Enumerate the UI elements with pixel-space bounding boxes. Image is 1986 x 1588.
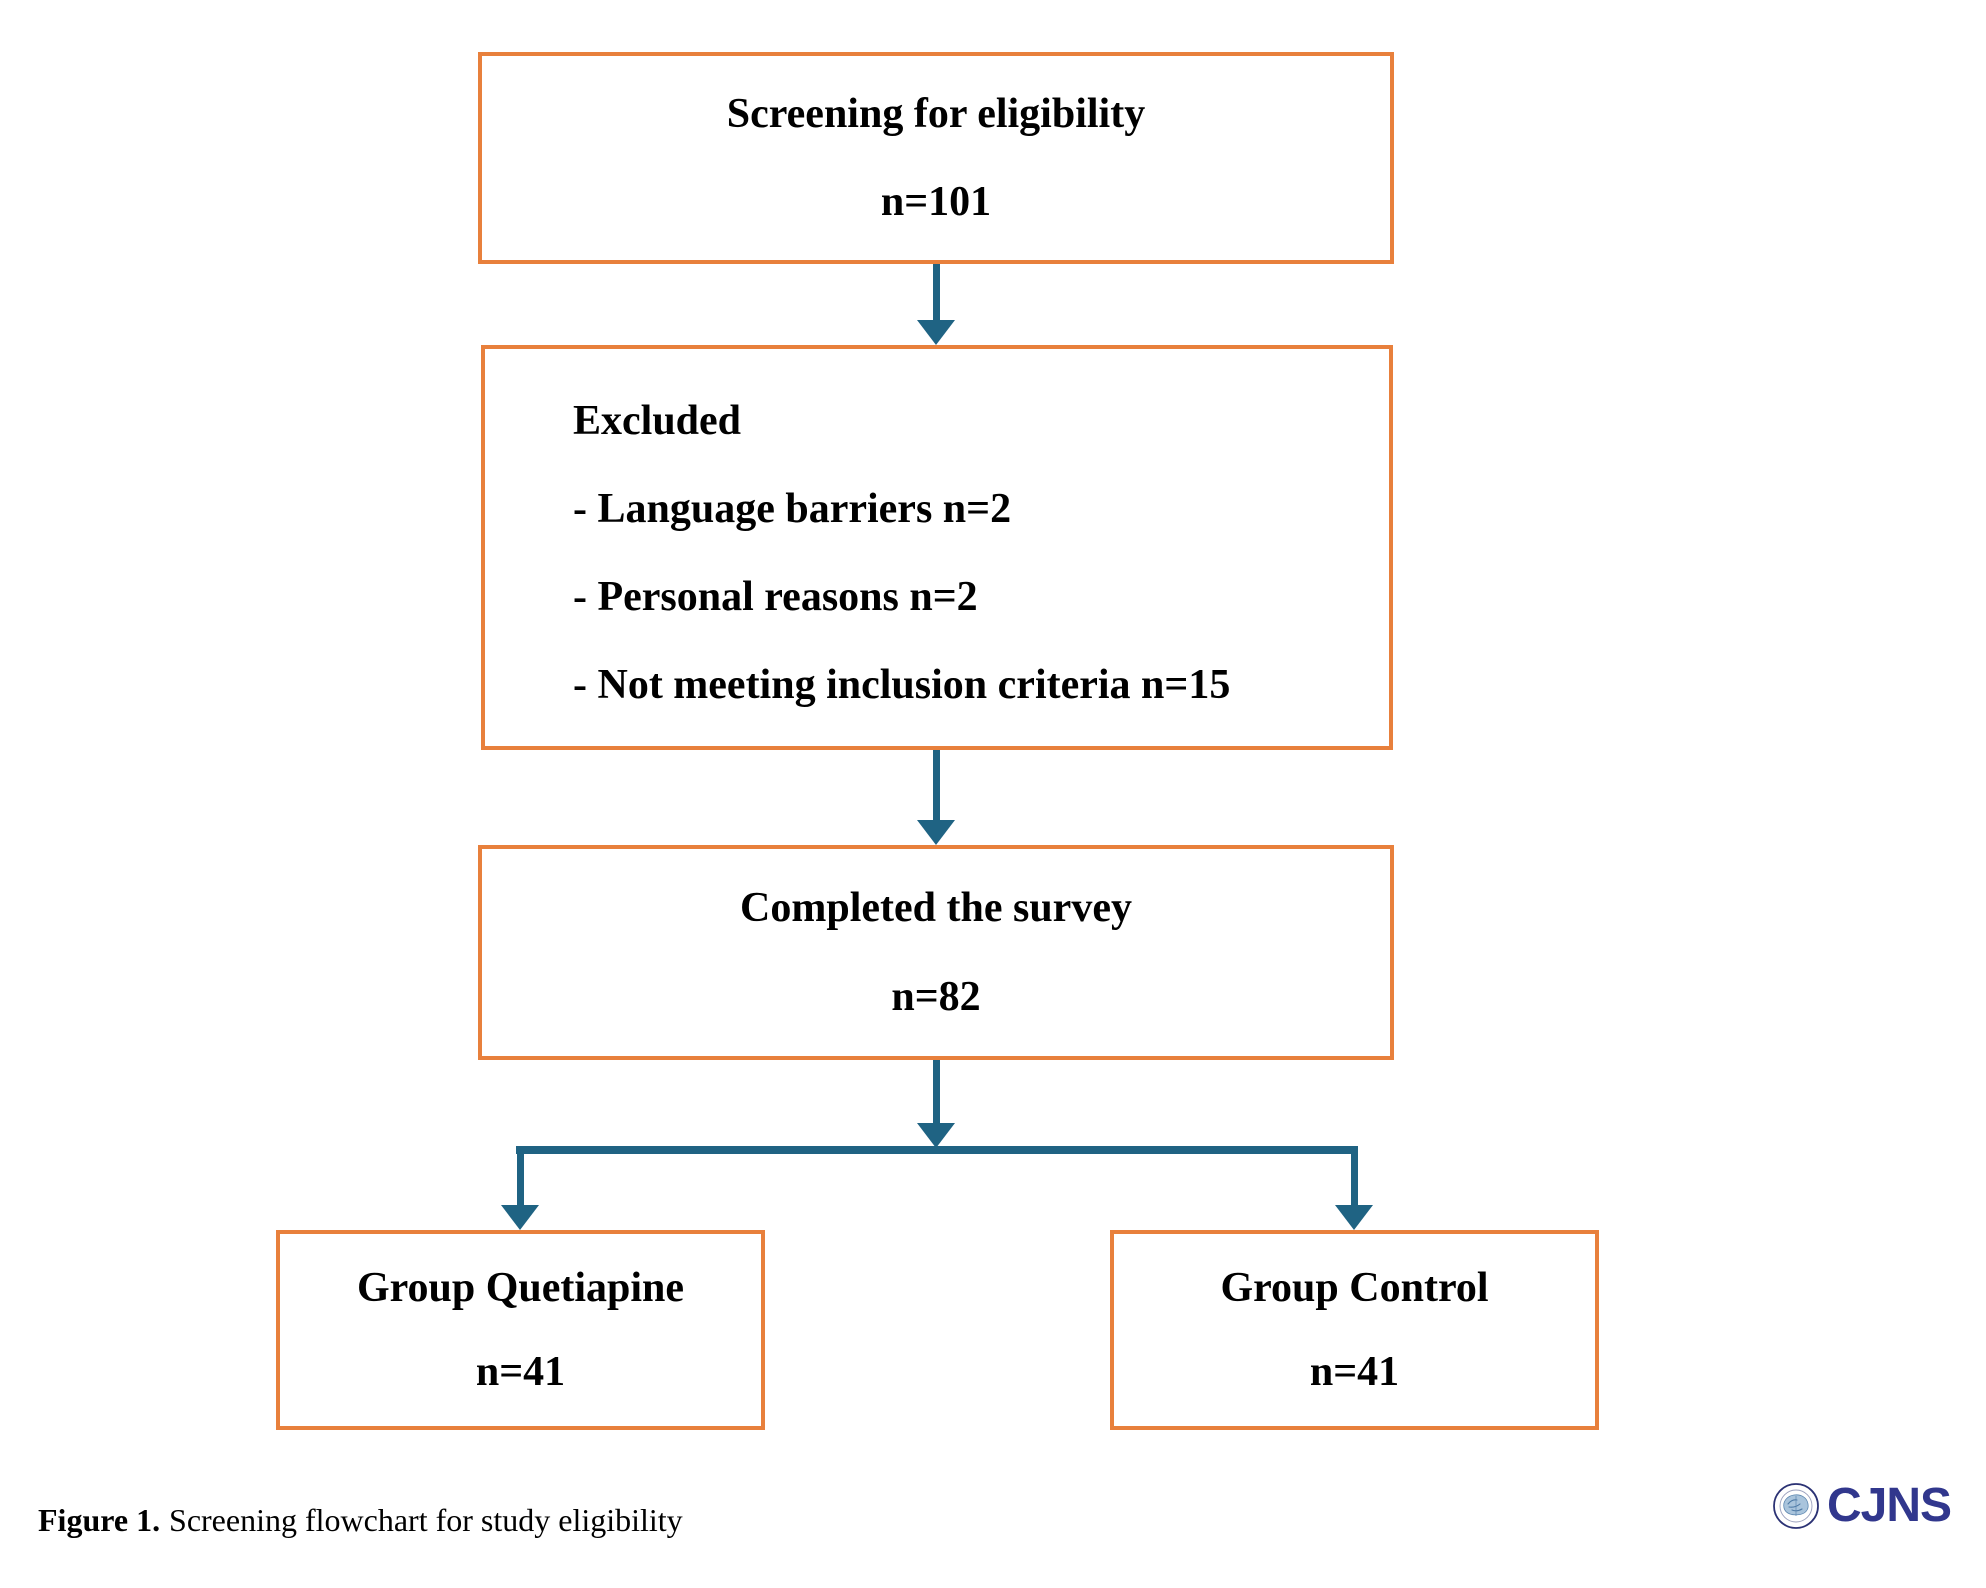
screening-box-count: n=101 — [880, 179, 992, 225]
arrow-completed-to-branch — [917, 1060, 955, 1148]
arrow-excluded-to-completed — [917, 750, 955, 845]
arrow-shaft — [932, 750, 940, 820]
arrow-screening-to-excluded — [917, 264, 955, 345]
arrow-shaft — [516, 1146, 524, 1205]
arrow-head-icon — [917, 820, 955, 845]
excluded-item: - Not meeting inclusion criteria n=15 — [573, 662, 1231, 709]
arrow-head-icon — [1335, 1205, 1373, 1230]
cjns-brain-seal-emblem-icon — [1773, 1482, 1819, 1529]
arrow-head-icon — [917, 320, 955, 345]
arrow-head-icon — [501, 1205, 539, 1230]
excluded-item: - Personal reasons n=2 — [573, 574, 978, 621]
quetiapine-box-count: n=41 — [475, 1349, 566, 1395]
arrow-to-control — [1335, 1146, 1373, 1230]
quetiapine-box: Group Quetiapine n=41 — [276, 1230, 765, 1430]
completed-box-title: Completed the survey — [740, 885, 1132, 932]
figure-caption-label: Figure 1. — [38, 1502, 161, 1538]
cjns-logo: CJNS — [1772, 1478, 1952, 1533]
cjns-logo-text: CJNS — [1827, 1479, 1952, 1532]
excluded-item: - Language barriers n=2 — [573, 486, 1012, 533]
screening-box: Screening for eligibility n=101 — [478, 52, 1394, 264]
arrow-shaft — [1350, 1146, 1358, 1205]
control-box-title: Group Control — [1220, 1264, 1489, 1311]
figure-caption-text: Screening flowchart for study eligibilit… — [169, 1502, 683, 1538]
arrow-shaft — [932, 264, 940, 320]
control-box: Group Control n=41 — [1110, 1230, 1599, 1430]
excluded-box-title: Excluded — [573, 398, 742, 444]
control-box-count: n=41 — [1309, 1349, 1400, 1395]
screening-box-title: Screening for eligibility — [726, 90, 1146, 137]
excluded-box: Excluded - Language barriers n=2 - Perso… — [481, 345, 1393, 750]
arrow-head-icon — [917, 1123, 955, 1148]
quetiapine-box-title: Group Quetiapine — [356, 1264, 685, 1311]
arrow-shaft — [932, 1060, 940, 1123]
figure-caption: Figure 1.Screening flowchart for study e… — [38, 1502, 683, 1539]
completed-box: Completed the survey n=82 — [478, 845, 1394, 1060]
arrow-to-quetiapine — [501, 1146, 539, 1230]
completed-box-count: n=82 — [891, 973, 981, 1020]
branch-connector-line — [516, 1146, 1358, 1154]
